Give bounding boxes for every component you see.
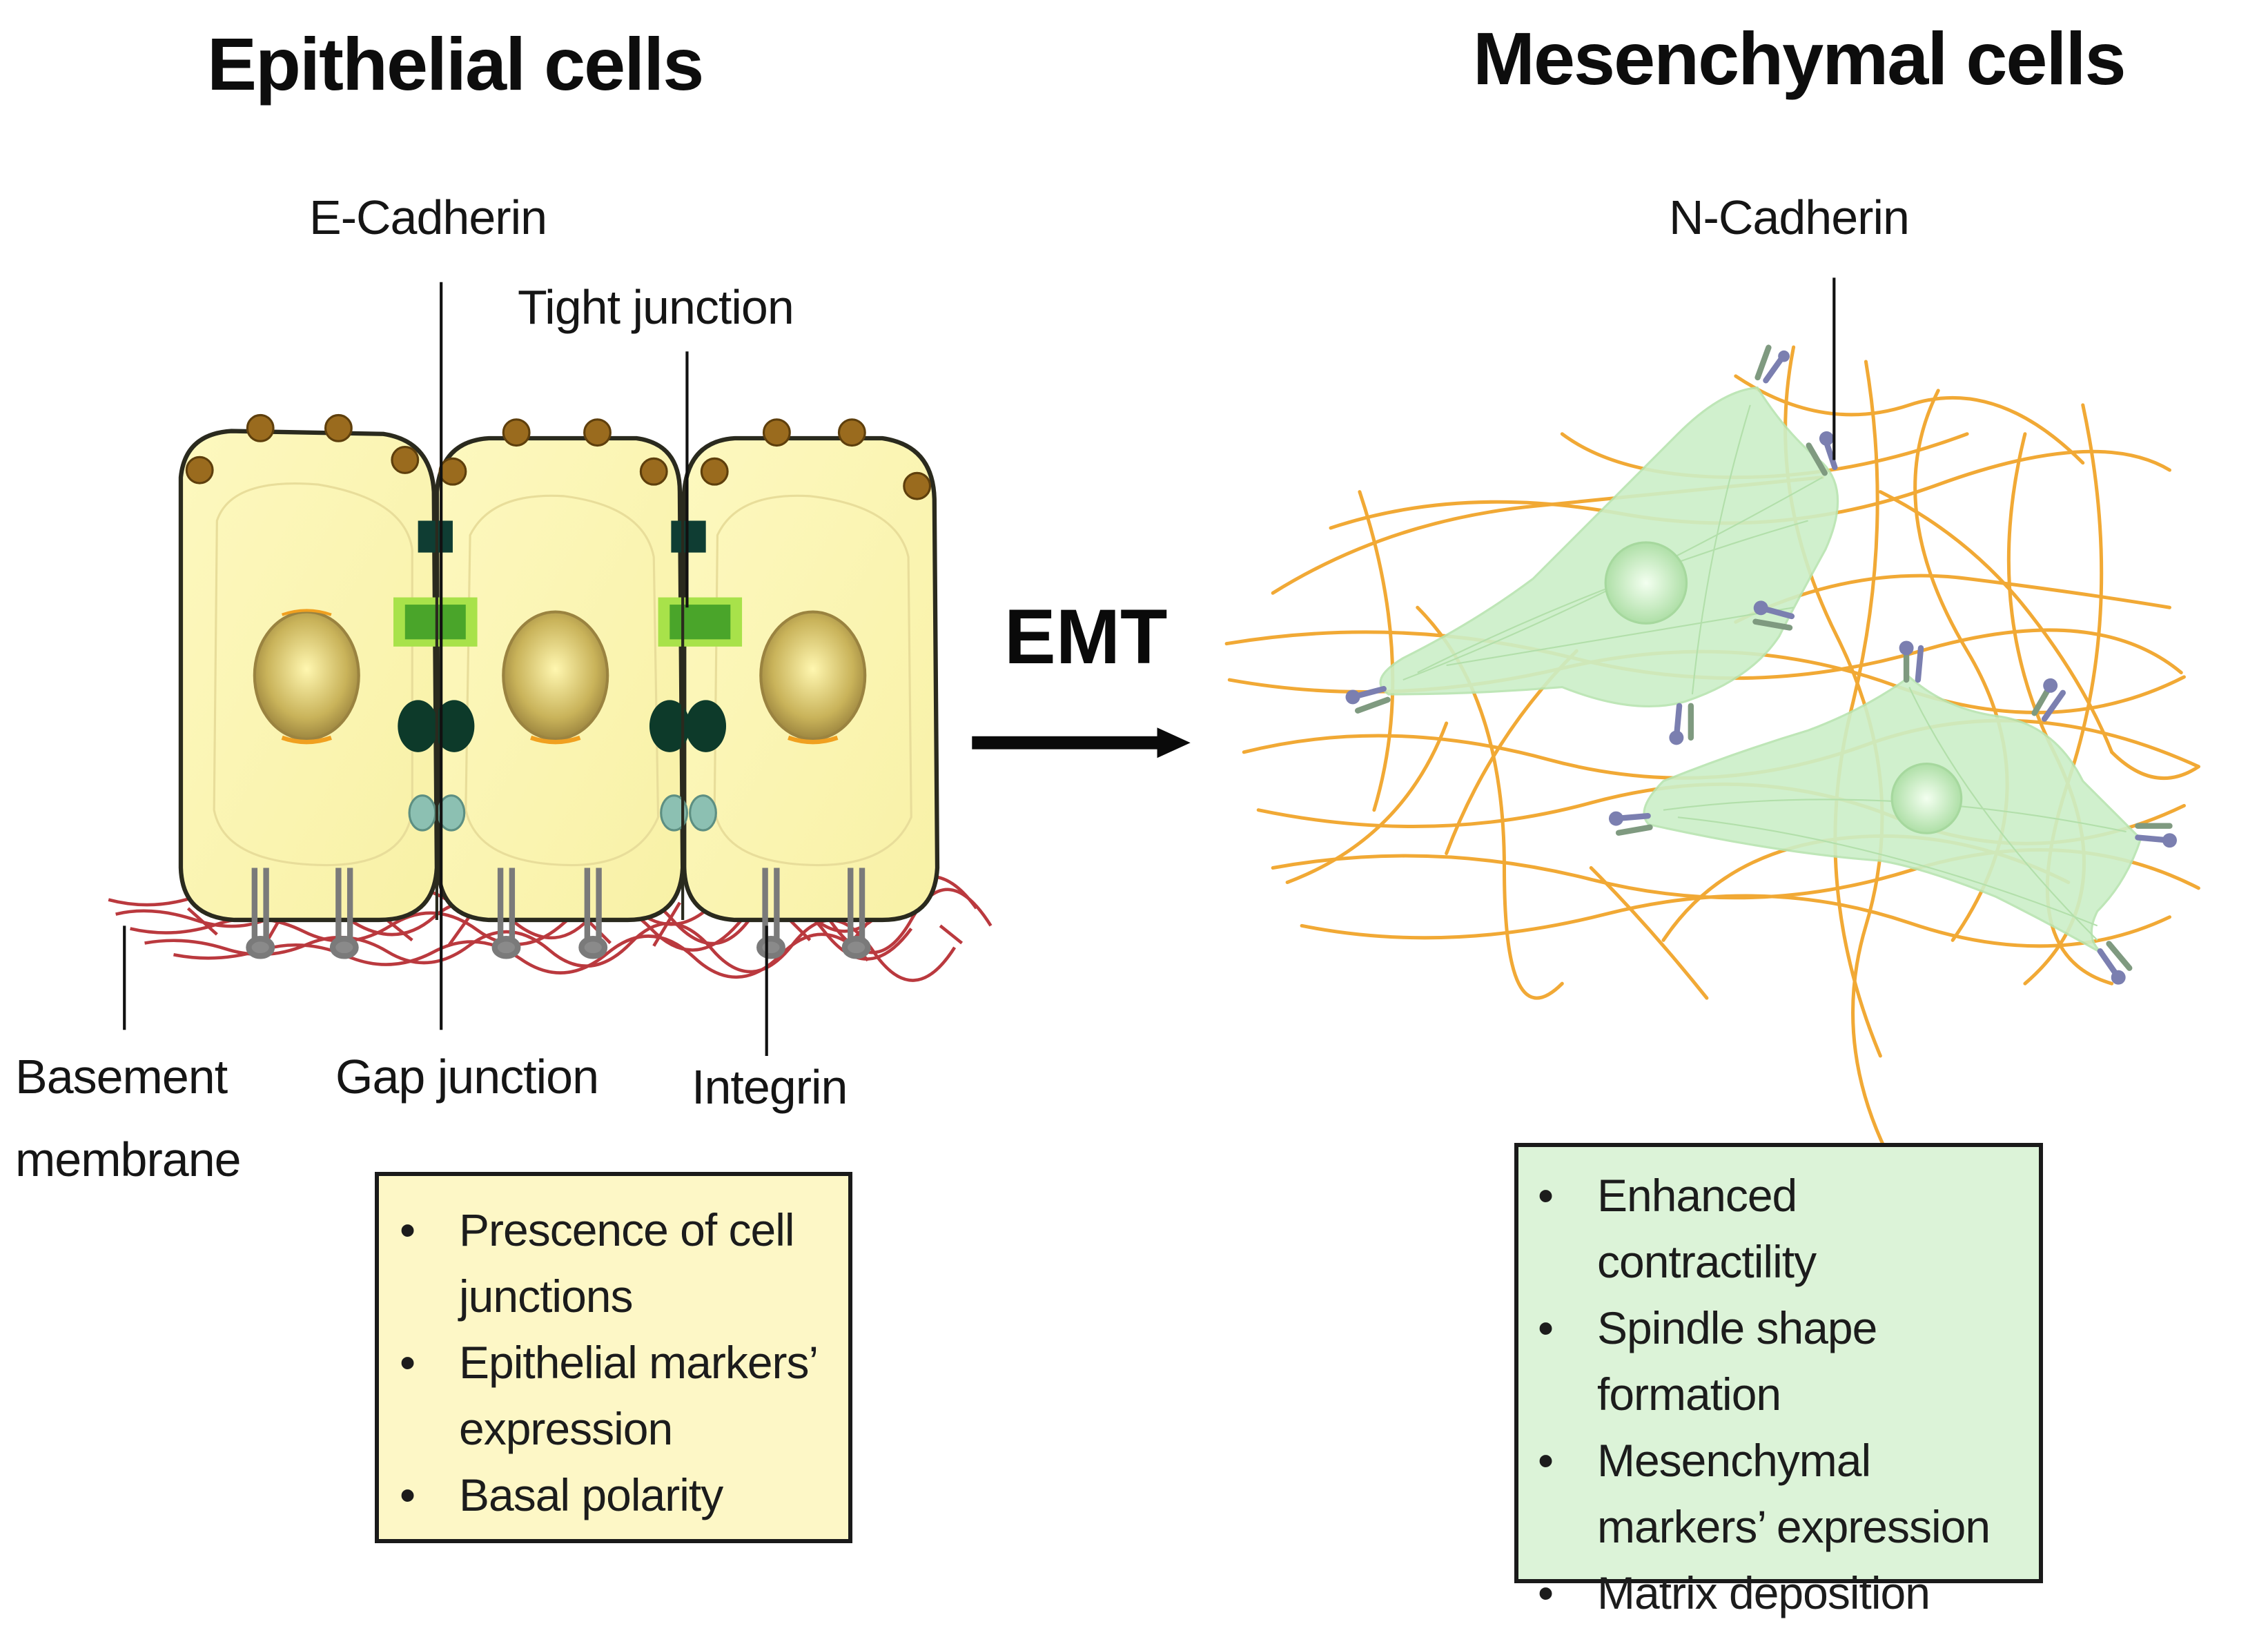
epithelial-cell	[178, 429, 440, 923]
feature-item: • Mesenchymal markers’ expression	[1538, 1427, 2032, 1560]
bullet-icon: •	[400, 1204, 416, 1255]
leader-lines	[123, 282, 768, 1056]
mesenchymal-features-box: • Enhanced contractility • Spindle shape fo…	[1514, 1143, 2043, 1618]
epithelial-cell	[682, 435, 940, 923]
gap-junction-label: Gap junction	[335, 1050, 599, 1104]
mesenchymal-features-list: • Enhanced contractility • Spindle shape fo…	[1538, 1162, 2032, 1626]
feature-text: Basal polarity	[459, 1469, 723, 1520]
emt-label: EMT	[1004, 594, 1168, 680]
nucleus	[1890, 763, 1963, 834]
nucleus	[253, 610, 360, 741]
bullet-icon: •	[1538, 1302, 1554, 1353]
epithelial-features-box: • Prescence of cell junctions • Epithelial …	[375, 1172, 852, 1543]
n-cadherin-markers	[1345, 344, 2177, 985]
feature-text: Matrix deposition	[1597, 1567, 1930, 1618]
desmosome	[398, 700, 727, 752]
feature-item: • Prescence of cell junctions	[400, 1197, 834, 1329]
tight-junction-label: Tight junction	[518, 280, 794, 334]
feature-text: Epithelial markers’ expression	[459, 1337, 817, 1454]
bullet-icon: •	[400, 1337, 416, 1388]
epithelial-cell	[434, 435, 685, 923]
feature-item: • Epithelial markers’ expression	[400, 1329, 834, 1462]
integrin-label: Integrin	[692, 1060, 848, 1114]
basement-membrane-label-line2: membrane	[15, 1133, 242, 1186]
adherens-junction	[393, 597, 743, 647]
mesenchymal-cell	[1379, 386, 1839, 708]
bullet-icon: •	[1538, 1567, 1554, 1618]
feature-item: • Basal polarity	[400, 1462, 834, 1528]
basement-membrane-label-line1: Basement	[15, 1050, 228, 1104]
microvilli	[185, 413, 932, 500]
right-arrow-icon	[972, 727, 1191, 758]
feature-item: • Spindle shape formation	[1538, 1295, 2032, 1427]
feature-text: Spindle shape formation	[1597, 1302, 1877, 1420]
bullet-icon: •	[400, 1469, 416, 1520]
feature-item: • Matrix deposition	[1538, 1560, 2032, 1626]
mesenchymal-title: Mesenchymal cells	[1473, 17, 2127, 100]
bullet-icon: •	[1538, 1170, 1554, 1221]
feature-text: Mesenchymal markers’ expression	[1597, 1435, 1991, 1552]
nucleus	[759, 610, 867, 741]
e-cadherin-label: E-Cadherin	[309, 190, 547, 244]
feature-text: Enhanced contractility	[1597, 1170, 1817, 1287]
bullet-icon: •	[1538, 1435, 1554, 1486]
feature-text: Prescence of cell junctions	[459, 1204, 795, 1322]
nucleus	[1604, 541, 1688, 625]
epithelial-title: Epithelial cells	[207, 22, 704, 106]
epithelial-features-list: • Prescence of cell junctions • Epithelial …	[400, 1197, 834, 1528]
feature-item: • Enhanced contractility	[1538, 1162, 2032, 1295]
n-cadherin-label: N-Cadherin	[1669, 190, 1910, 244]
nucleus	[502, 610, 609, 741]
mesenchymal-cell	[1643, 675, 2142, 956]
